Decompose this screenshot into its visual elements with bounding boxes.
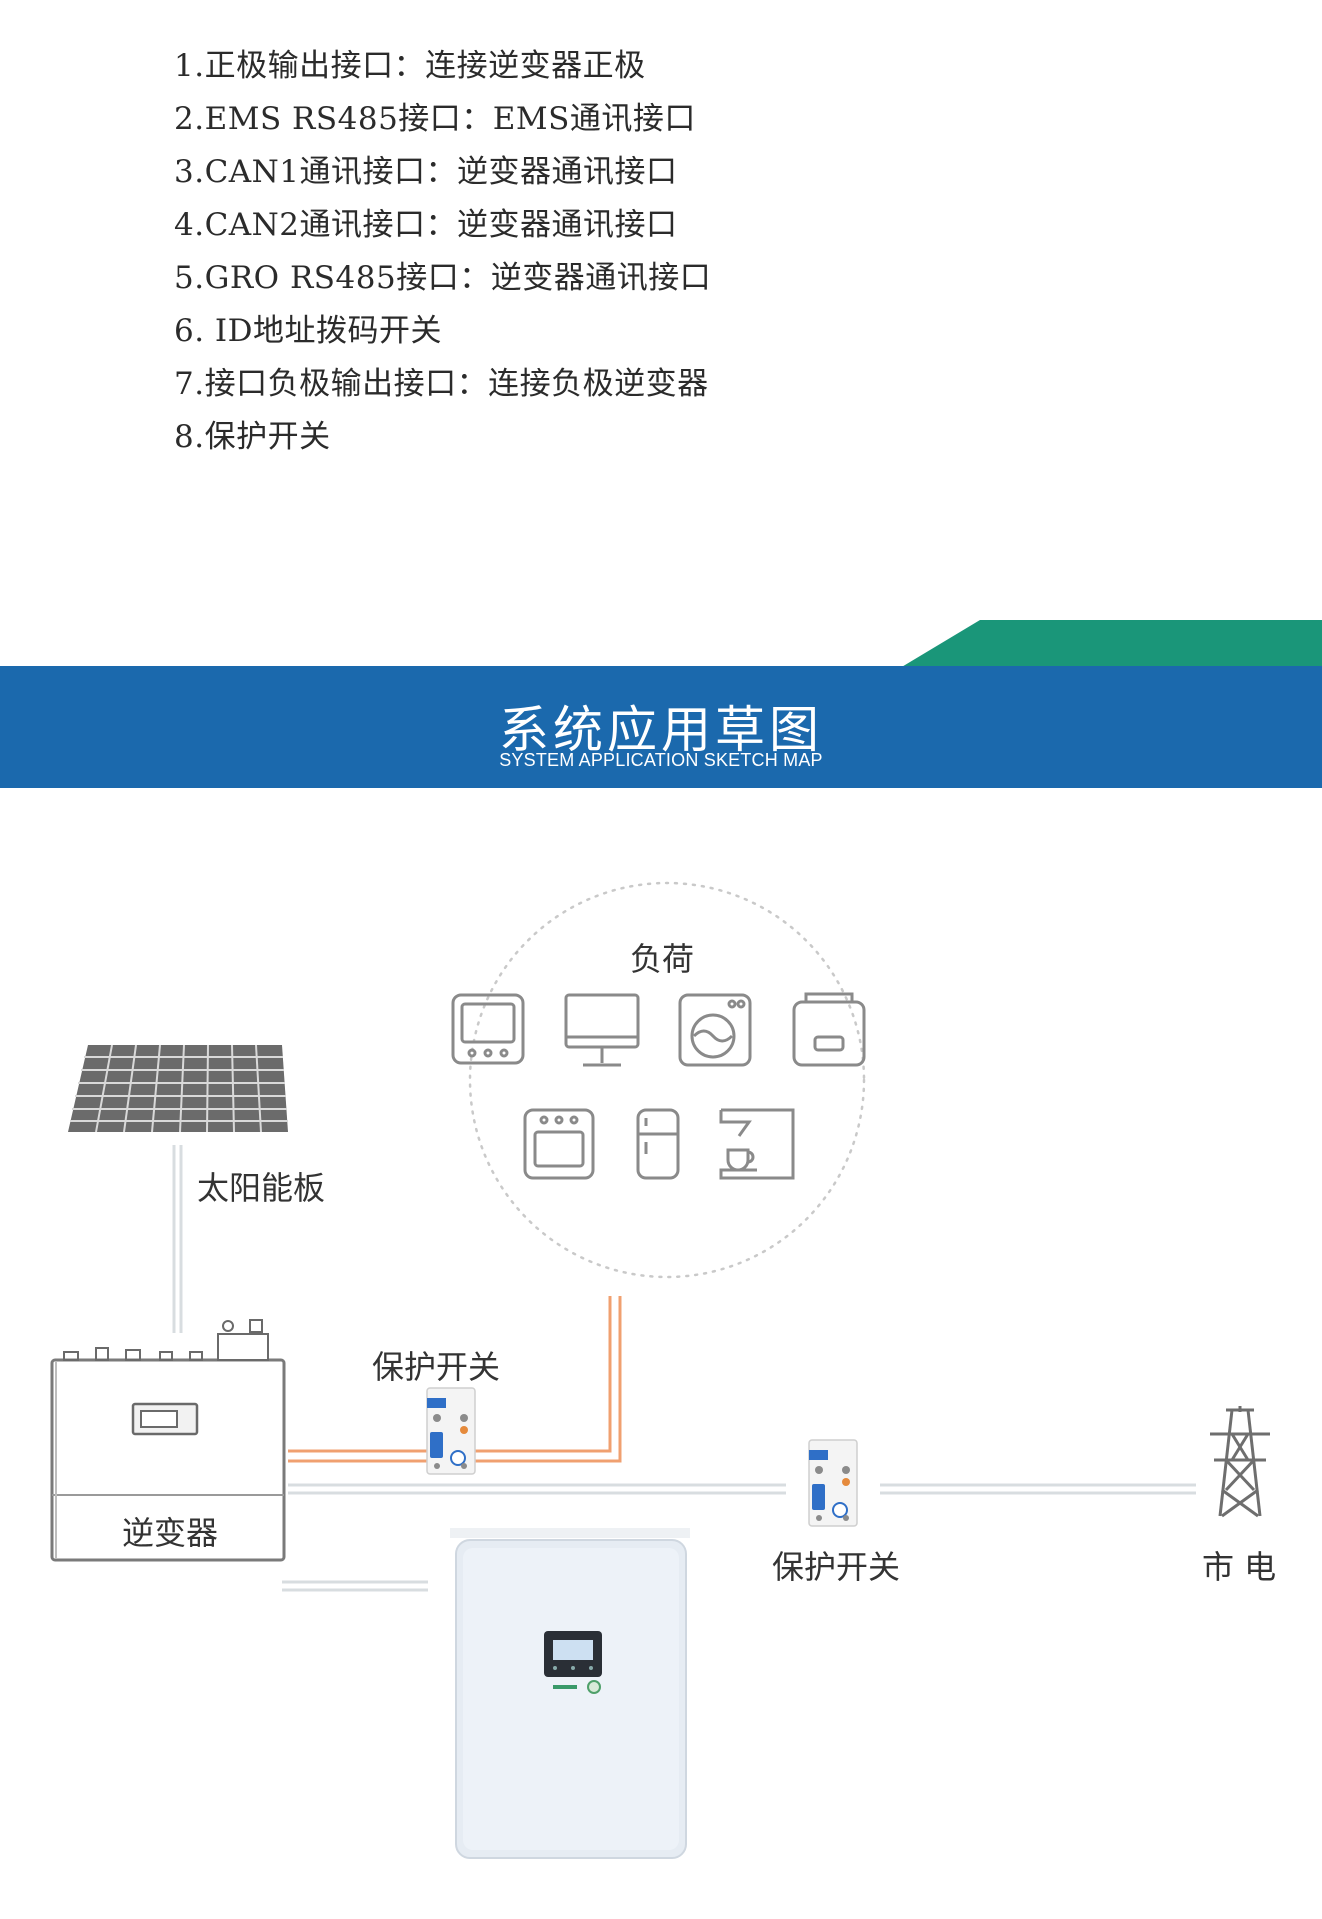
breaker-1: [427, 1388, 475, 1474]
breaker-1-label: 保护开关: [372, 1342, 500, 1388]
battery-wire: [282, 1582, 428, 1590]
inverter-label: 逆变器: [122, 1508, 218, 1554]
solar-panel-label: 太阳能板: [197, 1163, 325, 1209]
rice-cooker-icon: [794, 994, 864, 1065]
grid-label: 市 电: [1202, 1542, 1276, 1588]
oven-icon: [525, 1110, 593, 1178]
refrigerator-icon: [638, 1110, 678, 1178]
load-label: 负荷: [630, 934, 694, 980]
breaker-2-label: 保护开关: [772, 1542, 900, 1588]
solar-panel: [68, 1045, 288, 1132]
washing-machine-icon: [680, 995, 750, 1065]
breaker-2: [809, 1440, 857, 1526]
grid-wire: [288, 1485, 1196, 1493]
battery-cabinet: [450, 1528, 690, 1858]
tv-icon: [453, 995, 523, 1063]
inverter-terminals: [64, 1320, 268, 1360]
coffee-machine-icon: [721, 1110, 793, 1178]
power-tower-icon: [1210, 1406, 1270, 1516]
monitor-icon: [566, 995, 638, 1065]
solar-wire: [174, 1145, 181, 1333]
